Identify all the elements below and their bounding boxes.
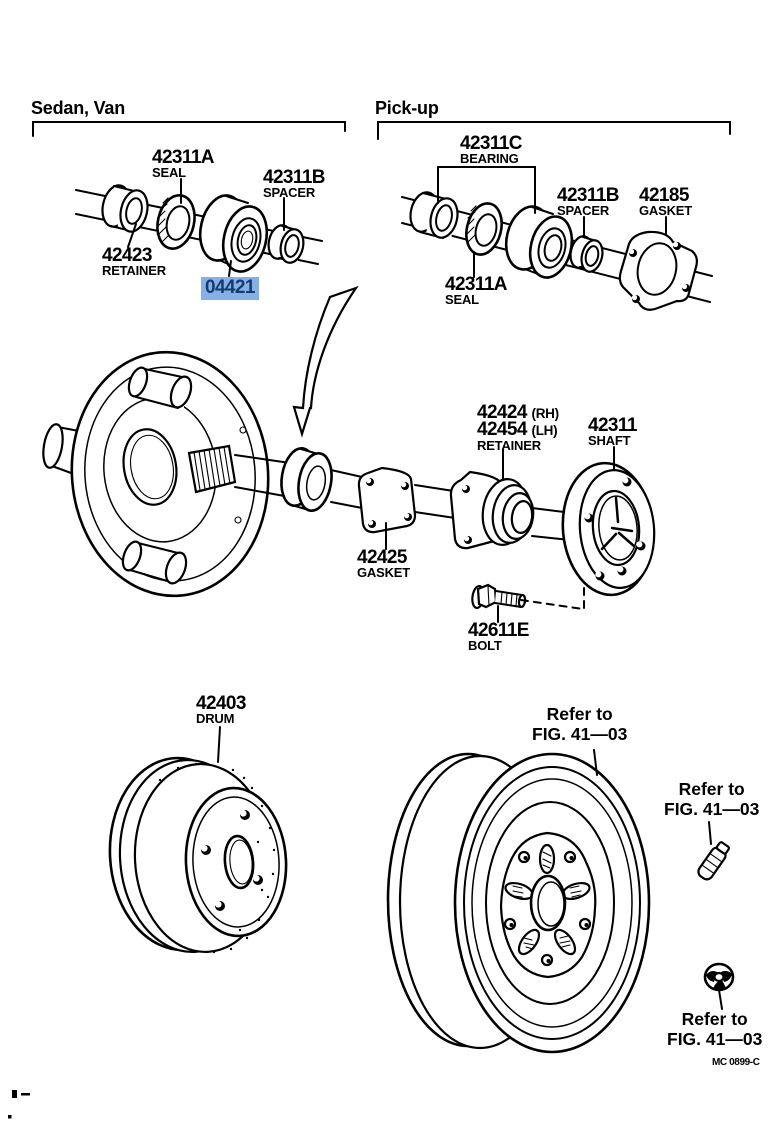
part-name: SPACER [557,203,610,218]
label-refer-fig-wheel: Refer to FIG. 41—03 [532,704,627,744]
part-number: 42311A [445,274,508,295]
part-number: 42311B [557,185,620,206]
part-number: 42425 [357,547,407,568]
wheel-drawing [386,752,651,1054]
leader-lines [127,166,723,1010]
part-number: 42311B [263,167,326,188]
refer-line2: FIG. 41—03 [667,1029,763,1049]
label-axle-gasket: 42425 GASKET [357,547,410,580]
pickup-exploded-view [401,191,713,311]
label-pickup-gasket: 42185 GASKET [639,185,692,218]
part-name: SEAL [152,165,186,180]
label-brake-drum: 42403 DRUM [196,693,246,726]
part-name: DRUM [196,711,235,726]
refer-line2: FIG. 41—03 [664,799,760,819]
part-number: 42311 [588,415,637,436]
refer-line2: FIG. 41—03 [532,724,628,744]
part-number: 42403 [196,693,246,714]
part-number: 42311C [460,133,523,154]
label-pickup-spacer: 42311B SPACER [557,185,620,218]
brake-drum-drawing [108,756,288,954]
part-number-highlighted[interactable]: 04421 [205,277,255,298]
label-hub-bolt: 42611E BOLT [468,620,529,653]
part-name: BEARING [460,151,519,166]
figure-plate-code: MC 0899-C [712,1057,760,1068]
axle-assembly-drawing [42,350,656,610]
refer-line1: Refer to [546,704,613,724]
part-name: SPACER [263,185,316,200]
print-artifacts [8,1090,30,1119]
sedan-van-exploded-view [75,184,323,273]
part-name: SHAFT [588,433,631,448]
part-number: 42311A [152,147,215,168]
part-number-rh-line: 42424 (RH) [477,402,559,423]
part-number: 42611E [468,620,529,641]
label-refer-fig-nut: Refer to FIG. 41—03 [667,1009,762,1049]
label-selected-bearing[interactable]: 04421 [201,277,259,300]
refer-line1: Refer to [681,1009,748,1029]
part-name: RETAINER [477,438,541,453]
label-axle-retainer: 42424 (RH) 42454 (LH) RETAINER [477,402,559,453]
part-name: GASKET [639,203,692,218]
lug-nut-drawing [703,962,735,992]
part-name: SEAL [445,292,479,307]
label-refer-fig-valve: Refer to FIG. 41—03 [664,779,759,819]
label-pickup-bearing: 42311C BEARING [460,133,523,166]
part-name: RETAINER [102,263,166,278]
label-sedan-retainer: 42423 RETAINER [102,245,166,278]
part-name: GASKET [357,565,410,580]
label-sedan-spacer: 42311B SPACER [263,167,326,200]
drum-stipple [158,762,276,954]
label-axle-shaft: 42311 SHAFT [588,415,637,448]
section-title-sedan-van: Sedan, Van [31,98,126,118]
part-number: 42423 [102,245,152,266]
valve-stem-drawing [697,841,730,881]
label-pickup-seal: 42311A SEAL [445,274,508,307]
part-number: 42185 [639,185,689,206]
part-name: BOLT [468,638,502,653]
section-brackets [32,121,731,140]
label-sedan-seal: 42311A SEAL [152,147,215,180]
part-number-lh-line: 42454 (LH) [477,419,558,440]
refer-line1: Refer to [678,779,745,799]
section-title-pickup: Pick-up [375,98,439,118]
direction-arrow [292,285,359,438]
